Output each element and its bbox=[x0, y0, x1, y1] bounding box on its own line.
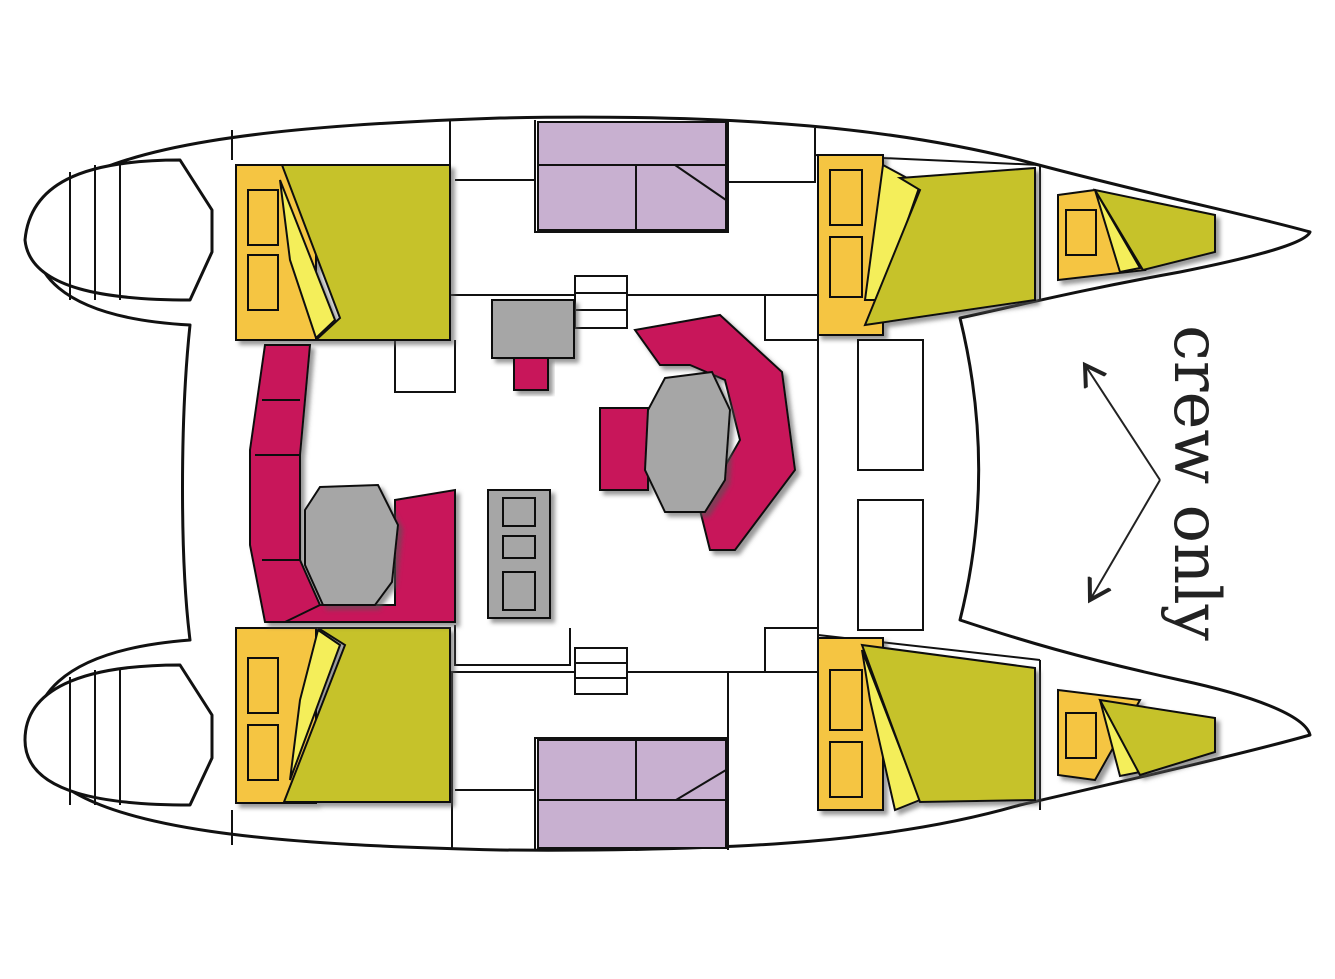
saloon-table bbox=[304, 483, 400, 606]
cabin-bottom-right bbox=[817, 637, 1036, 812]
companionway-top bbox=[574, 275, 628, 329]
cabin-bottom-left bbox=[235, 627, 451, 804]
cockpit-table bbox=[643, 370, 732, 513]
crew-only-label: crew only bbox=[1159, 325, 1233, 641]
nav-station bbox=[491, 299, 575, 359]
cabin-top-right bbox=[817, 154, 1036, 336]
saloon-seating bbox=[249, 344, 456, 623]
crew-only-arrows bbox=[1085, 365, 1161, 600]
bathroom-bottom bbox=[537, 739, 727, 849]
nav-seat bbox=[513, 357, 549, 391]
bathroom-top bbox=[537, 121, 727, 231]
galley bbox=[487, 489, 551, 619]
cabin-bottom-bow bbox=[1057, 688, 1216, 782]
cockpit-seating bbox=[599, 313, 797, 551]
companionway-bottom bbox=[574, 647, 628, 695]
cabin-top-bow bbox=[1057, 188, 1216, 282]
cabin-top-left bbox=[235, 164, 451, 341]
stern-steps-top bbox=[23, 158, 214, 302]
stern-steps-bottom bbox=[23, 663, 214, 807]
bridge-partitions bbox=[817, 295, 924, 672]
